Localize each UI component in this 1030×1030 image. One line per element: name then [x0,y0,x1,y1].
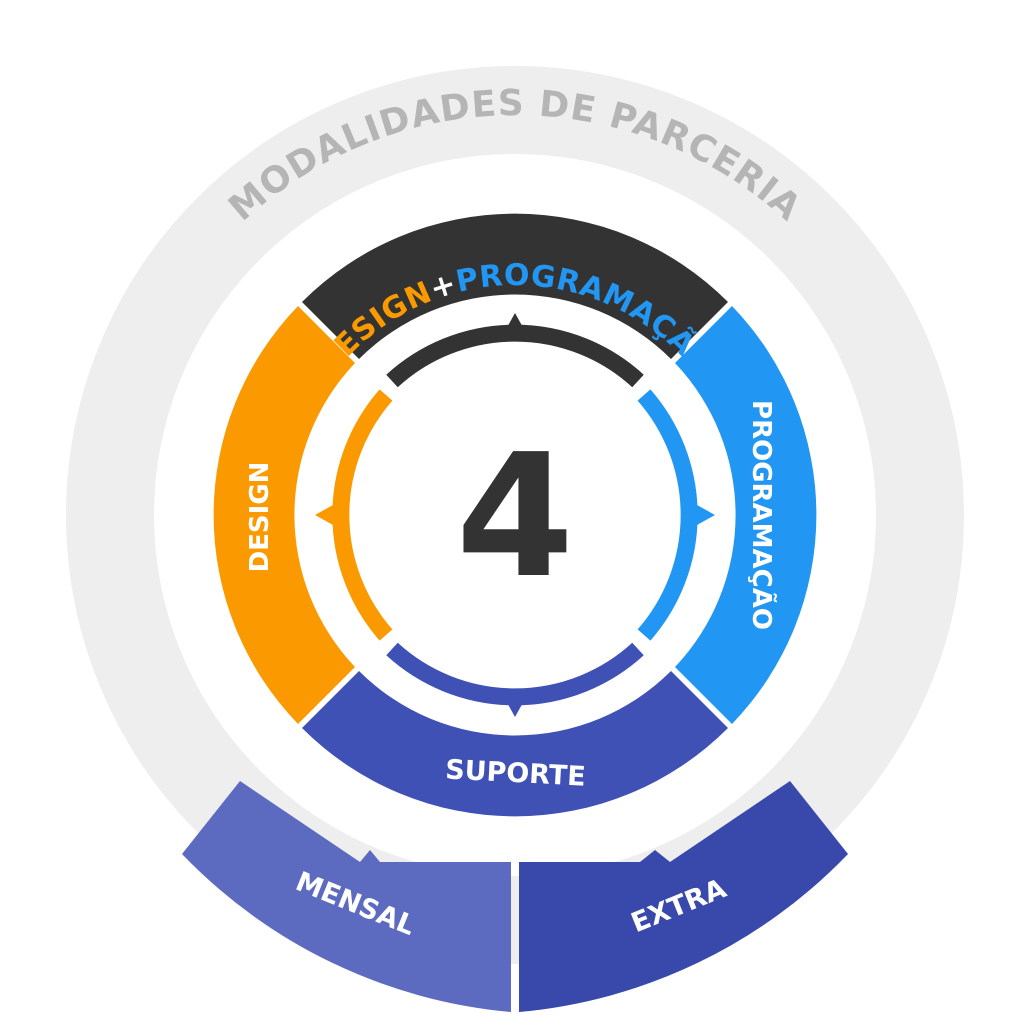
inner-arc-bottom [386,642,644,706]
segment-programacao-label: PROGRAMAÇÃO [746,400,778,630]
sub-options: MENSAL EXTRA [182,781,848,1012]
outer-ring-band [66,66,964,964]
outer-ring [66,66,964,964]
main-ring [213,213,817,817]
inner-arcs [315,313,715,717]
pointer-bottom-icon [505,699,525,717]
segment-design[interactable] [213,306,355,724]
segment-design-label: DESIGN [245,462,275,573]
center-number: 4 [456,418,574,616]
pointer-left-icon [315,505,333,525]
segment-suporte-label: SUPORTE [444,754,586,792]
segment-design-programacao[interactable] [302,213,728,359]
inner-arc-top [386,324,644,388]
inner-arc-right [637,389,698,641]
extra-panel[interactable] [519,781,848,1012]
inner-arc-left [332,389,393,641]
segment-programacao[interactable] [675,306,817,724]
segment-suporte[interactable] [302,671,728,817]
mensal-panel[interactable] [182,781,511,1012]
pointer-right-icon [697,505,715,525]
pointer-top-icon [505,313,525,331]
